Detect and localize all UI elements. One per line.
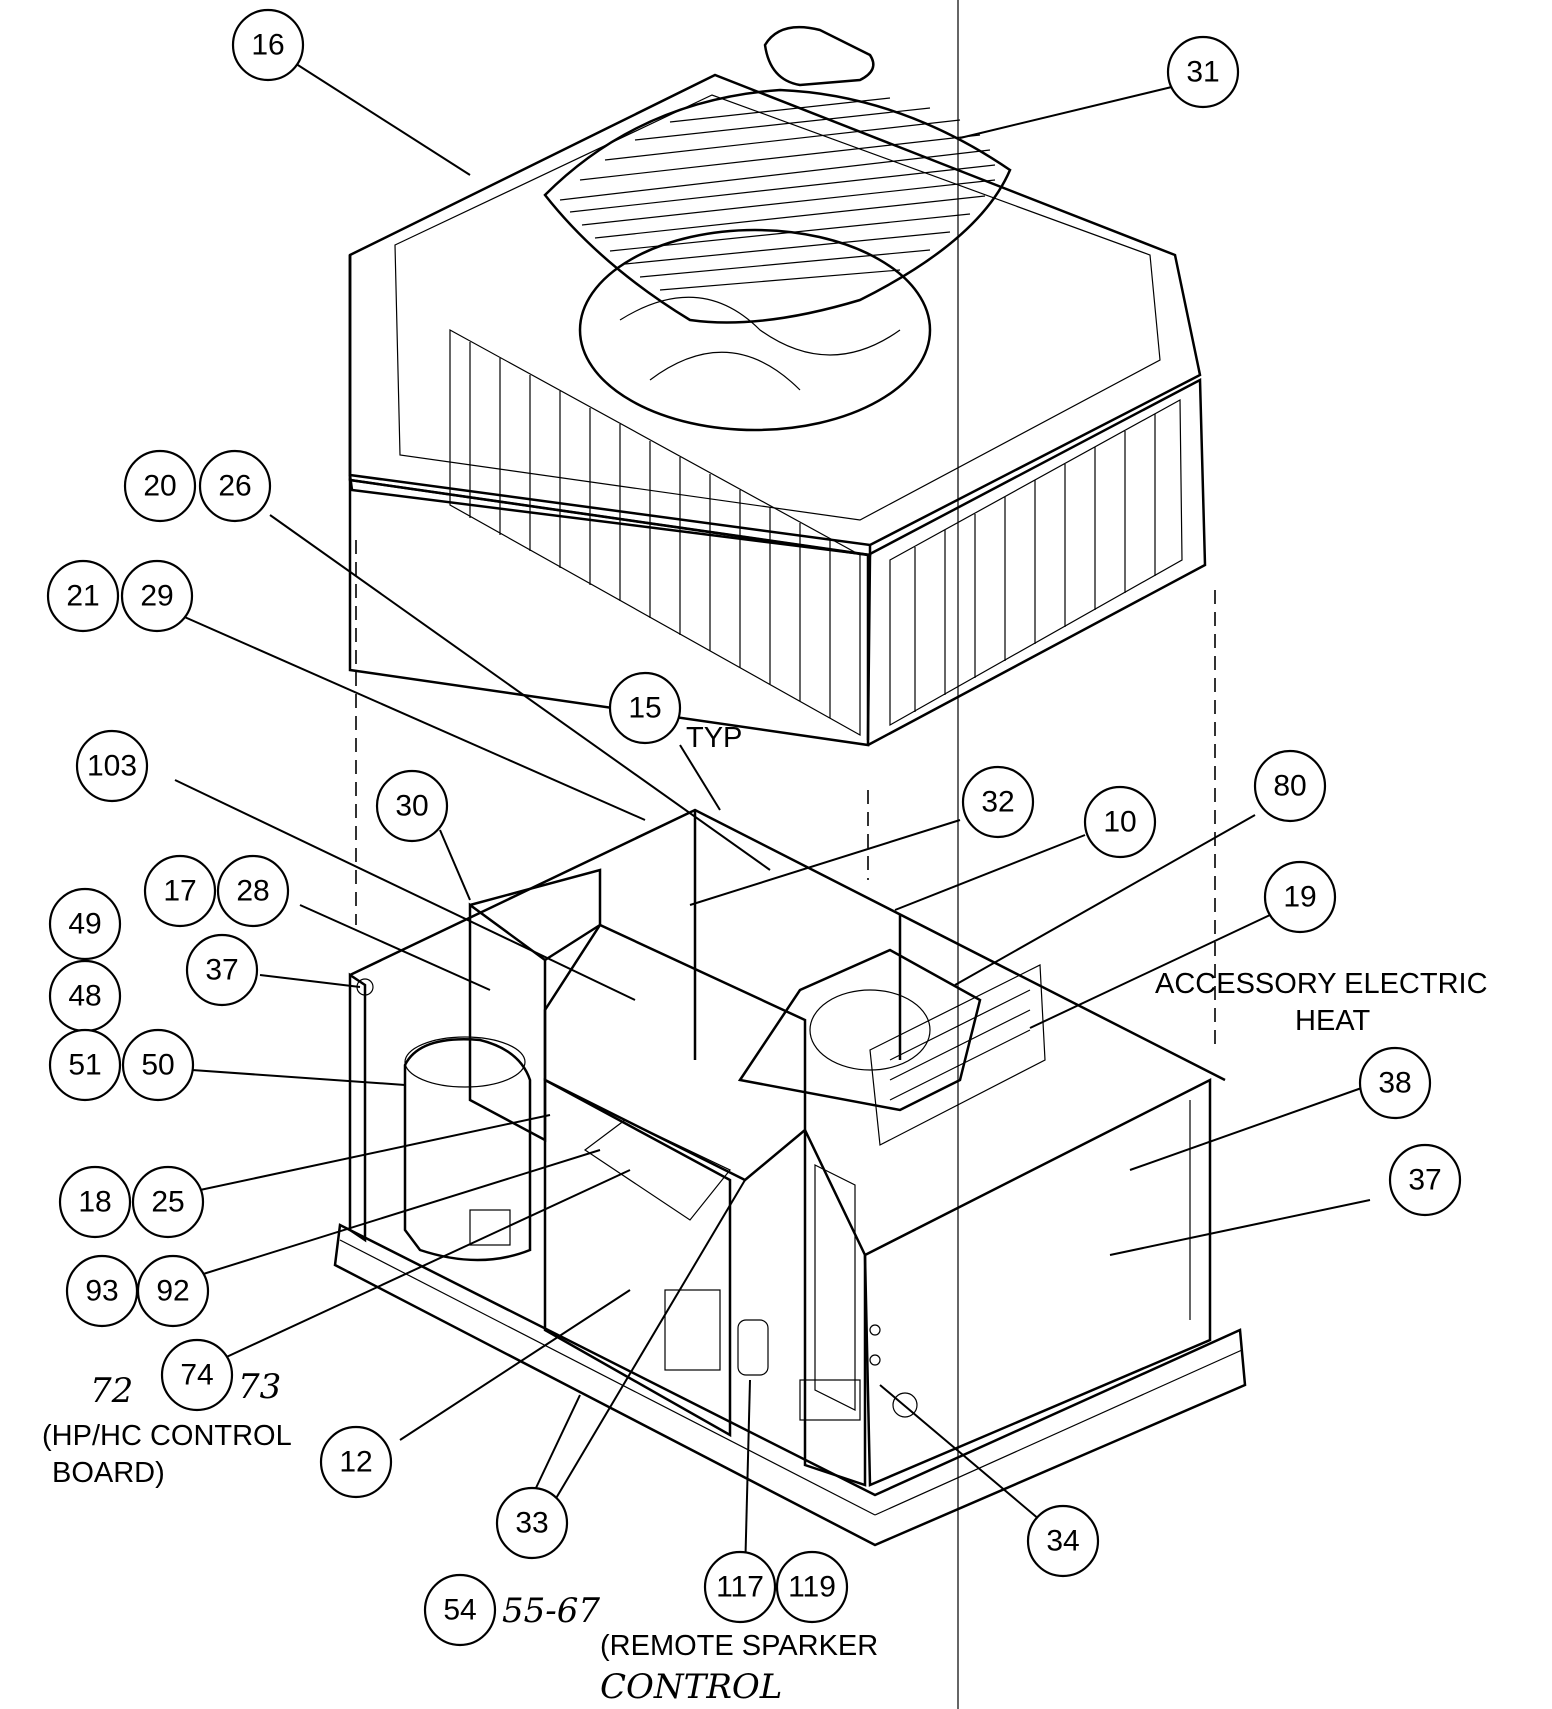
callout-119: 119	[775, 1550, 849, 1624]
svg-text:30: 30	[395, 790, 428, 823]
svg-text:37: 37	[1408, 1164, 1441, 1197]
callout-37-right: 37	[1388, 1143, 1462, 1217]
svg-text:49: 49	[68, 908, 101, 941]
motor-cap	[763, 25, 875, 87]
fan-grille	[543, 88, 1012, 324]
callout-25: 25	[131, 1165, 205, 1239]
svg-text:26: 26	[218, 470, 251, 503]
svg-text:18: 18	[78, 1186, 111, 1219]
svg-text:103: 103	[87, 750, 137, 783]
svg-text:20: 20	[143, 470, 176, 503]
callout-93: 93	[65, 1254, 139, 1328]
handwritten-73: 73	[238, 1367, 281, 1407]
grille-bars	[559, 97, 996, 291]
svg-text:93: 93	[85, 1275, 118, 1308]
callout-38: 38	[1358, 1046, 1432, 1120]
callout-29: 29	[120, 559, 194, 633]
callout-15: 15	[608, 671, 682, 745]
svg-text:34: 34	[1046, 1525, 1079, 1558]
svg-text:51: 51	[68, 1049, 101, 1082]
remote-sparker	[737, 1319, 769, 1376]
callout-26: 26	[198, 449, 272, 523]
svg-text:25: 25	[151, 1186, 184, 1219]
control-box	[543, 1077, 732, 1438]
callout-10: 10	[1083, 785, 1157, 859]
svg-text:15: 15	[628, 692, 661, 725]
leader-lines	[174, 59, 1371, 1576]
svg-text:38: 38	[1378, 1067, 1411, 1100]
callout-21: 21	[46, 559, 120, 633]
fan-orifice	[578, 228, 932, 432]
svg-text:48: 48	[68, 980, 101, 1013]
svg-text:54: 54	[443, 1594, 476, 1627]
svg-text:28: 28	[236, 875, 269, 908]
svg-text:17: 17	[163, 875, 196, 908]
callout-12: 12	[319, 1425, 393, 1499]
svg-text:10: 10	[1103, 806, 1136, 839]
svg-text:21: 21	[66, 580, 99, 613]
callout-30: 30	[375, 769, 449, 843]
svg-text:31: 31	[1186, 56, 1219, 89]
svg-text:19: 19	[1283, 881, 1316, 914]
svg-text:92: 92	[156, 1275, 189, 1308]
callout-18: 18	[58, 1165, 132, 1239]
callout-20: 20	[123, 449, 197, 523]
svg-text:37: 37	[205, 954, 238, 987]
svg-text:12: 12	[339, 1446, 372, 1479]
svg-text:32: 32	[981, 786, 1014, 819]
access-panel	[863, 1077, 1212, 1487]
callout-74: 74	[160, 1338, 234, 1412]
callout-34: 34	[1026, 1504, 1100, 1578]
svg-text:80: 80	[1273, 770, 1306, 803]
callout-49: 49	[48, 887, 122, 961]
svg-text:74: 74	[180, 1359, 213, 1392]
callout-117: 117	[703, 1550, 777, 1624]
callout-51: 51	[48, 1028, 122, 1102]
callout-80: 80	[1253, 749, 1327, 823]
callout-17: 17	[143, 854, 217, 928]
svg-text:50: 50	[141, 1049, 174, 1082]
base-cabinet	[333, 808, 1247, 1547]
control-board	[583, 1119, 731, 1221]
accessory-heat-label-line2: HEAT	[1295, 1005, 1370, 1037]
base-pan	[333, 1223, 1247, 1547]
callout-32: 32	[961, 765, 1035, 839]
compressor	[403, 1038, 532, 1262]
hp-hc-control-board-label-line1: (HP/HC CONTROL	[42, 1420, 292, 1452]
svg-text:117: 117	[716, 1571, 764, 1604]
callout-50: 50	[121, 1028, 195, 1102]
callout-54: 54	[423, 1573, 497, 1647]
callout-92: 92	[136, 1254, 210, 1328]
svg-text:29: 29	[140, 580, 173, 613]
callout-33: 33	[495, 1486, 569, 1560]
svg-text:119: 119	[788, 1571, 836, 1604]
svg-text:16: 16	[251, 29, 284, 62]
callout-37-left: 37	[185, 933, 259, 1007]
blower-housing	[737, 948, 982, 1112]
callout-19: 19	[1263, 860, 1337, 934]
typ-label: TYP	[686, 722, 742, 754]
callout-31: 31	[1166, 35, 1240, 109]
right-coil-fins	[914, 414, 1156, 712]
handwritten-72: 72	[90, 1371, 133, 1411]
callout-103: 103	[75, 729, 149, 803]
svg-text:33: 33	[515, 1507, 548, 1540]
callout-16: 16	[231, 8, 305, 82]
remote-sparker-label-line1: (REMOTE SPARKER	[600, 1630, 878, 1662]
top-cover-assembly	[348, 25, 1207, 747]
hp-hc-control-board-label-line2: BOARD)	[52, 1457, 165, 1489]
accessory-heat-label-line1: ACCESSORY ELECTRIC	[1155, 968, 1488, 1000]
handwritten-55-67: 55-67	[502, 1591, 600, 1631]
callout-28: 28	[216, 854, 290, 928]
remote-sparker-label-line2: CONTROL	[600, 1667, 782, 1707]
callout-48: 48	[48, 959, 122, 1033]
left-coil-fins	[469, 342, 831, 718]
